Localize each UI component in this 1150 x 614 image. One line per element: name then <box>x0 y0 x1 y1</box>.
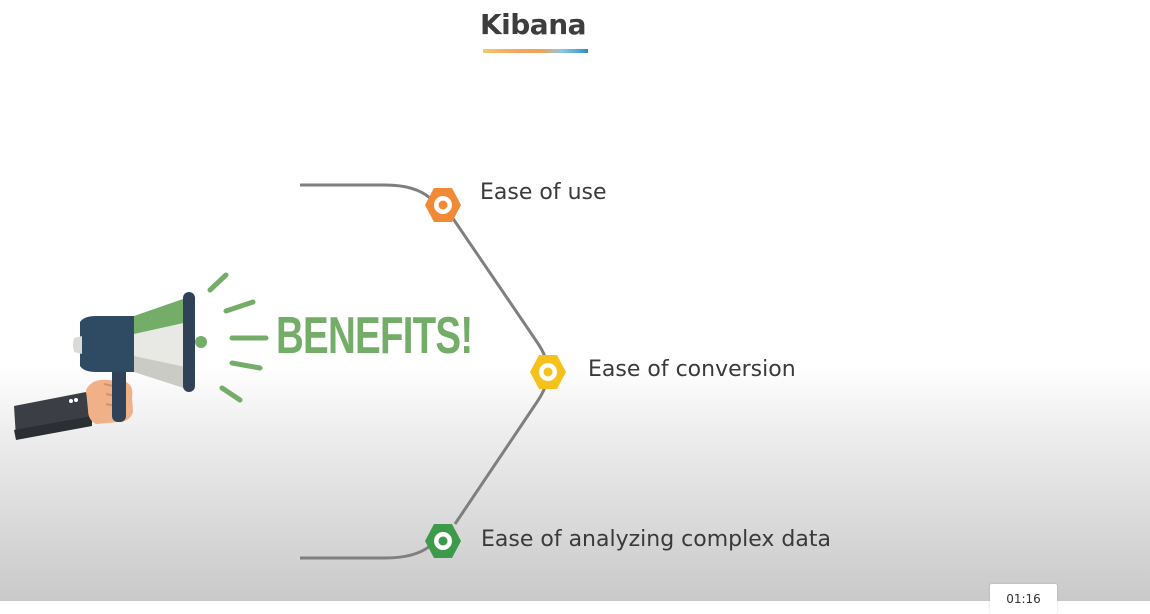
connector-lower-diagonal <box>453 371 550 525</box>
hexagon-node-icon-1 <box>425 188 461 222</box>
hexagon-node-icon-2 <box>530 355 566 389</box>
benefit-ease-of-use: Ease of use <box>480 180 607 205</box>
benefit-ease-of-analyzing-complex-data: Ease of analyzing complex data <box>481 527 831 552</box>
benefits-headline: BENEFITS! <box>276 307 473 365</box>
connector-top-line <box>300 183 431 200</box>
slide-title: Kibana <box>479 8 587 41</box>
connector-lines <box>300 183 566 560</box>
connector-bottom-line <box>300 544 431 560</box>
title-underline <box>483 49 588 53</box>
hexagon-node-icon-3 <box>425 524 461 558</box>
benefit-ease-of-conversion: Ease of conversion <box>588 357 796 382</box>
video-timer-badge: 01:16 <box>990 584 1057 614</box>
megaphone-hand-icon <box>14 272 269 440</box>
